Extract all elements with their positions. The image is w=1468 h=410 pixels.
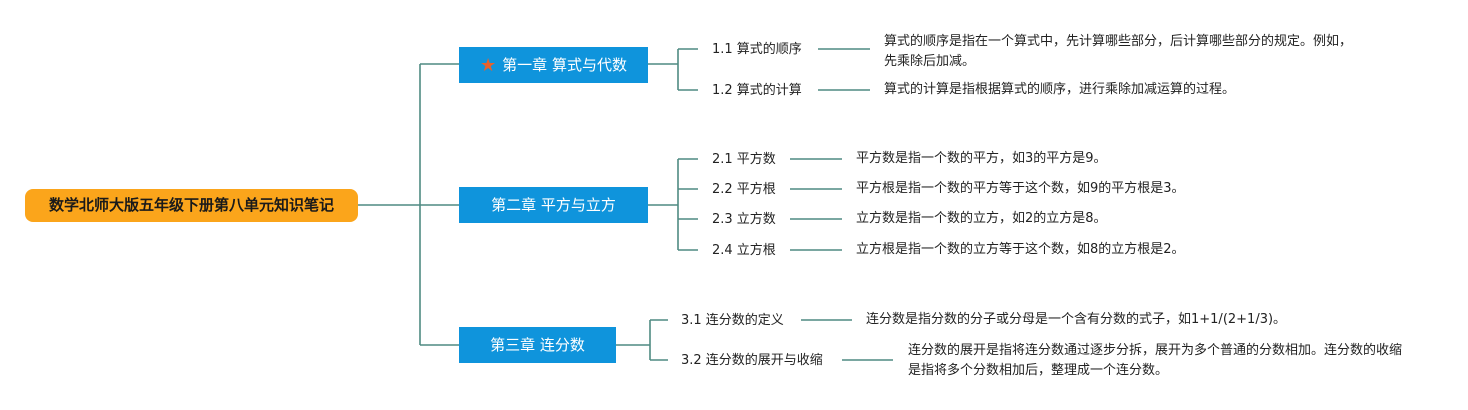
chapter-node-3[interactable]: 第三章 连分数 — [459, 327, 616, 363]
topic-2-4[interactable]: 2.4 立方根 — [712, 243, 776, 258]
topic-1-1[interactable]: 1.1 算式的顺序 — [712, 42, 802, 57]
chapter-node-2[interactable]: 第二章 平方与立方 — [459, 187, 648, 223]
chapter-title-2: 第二章 平方与立方 — [491, 196, 616, 214]
topic-1-1-description: 算式的顺序是指在一个算式中，先计算哪些部分，后计算哪些部分的规定。例如，先乘除后… — [884, 34, 1353, 69]
topic-3-2-description: 连分数的展开是指将连分数通过逐步分拆，展开为多个普通的分数相加。连分数的收缩是指… — [908, 343, 1403, 378]
chapter-node-1[interactable]: ★ 第一章 算式与代数 — [459, 47, 648, 83]
topic-1-2-description: 算式的计算是指根据算式的顺序，进行乘除加减运算的过程。 — [884, 82, 1236, 97]
topic-2-1[interactable]: 2.1 平方数 — [712, 152, 776, 167]
topic-2-2-description: 平方根是指一个数的平方等于这个数，如9的平方根是3。 — [856, 181, 1185, 196]
topic-2-3[interactable]: 2.3 立方数 — [712, 212, 776, 227]
topic-3-1[interactable]: 3.1 连分数的定义 — [681, 313, 784, 328]
topic-3-1-description: 连分数是指分数的分子或分母是一个含有分数的式子，如1+1/(2+1/3)。 — [866, 312, 1287, 327]
chapter-title-1: 第一章 算式与代数 — [502, 56, 627, 74]
topic-3-2[interactable]: 3.2 连分数的展开与收缩 — [681, 353, 823, 368]
chapter-title-3: 第三章 连分数 — [490, 336, 585, 354]
topic-2-1-description: 平方数是指一个数的平方，如3的平方是9。 — [856, 151, 1107, 166]
topic-2-3-description: 立方数是指一个数的立方，如2的立方是8。 — [856, 211, 1107, 226]
topic-2-2[interactable]: 2.2 平方根 — [712, 182, 776, 197]
topic-1-2[interactable]: 1.2 算式的计算 — [712, 83, 802, 98]
star-icon: ★ — [480, 55, 497, 76]
topic-2-4-description: 立方根是指一个数的立方等于这个数，如8的立方根是2。 — [856, 242, 1185, 257]
root-node[interactable]: 数学北师大版五年级下册第八单元知识笔记 — [25, 189, 358, 222]
